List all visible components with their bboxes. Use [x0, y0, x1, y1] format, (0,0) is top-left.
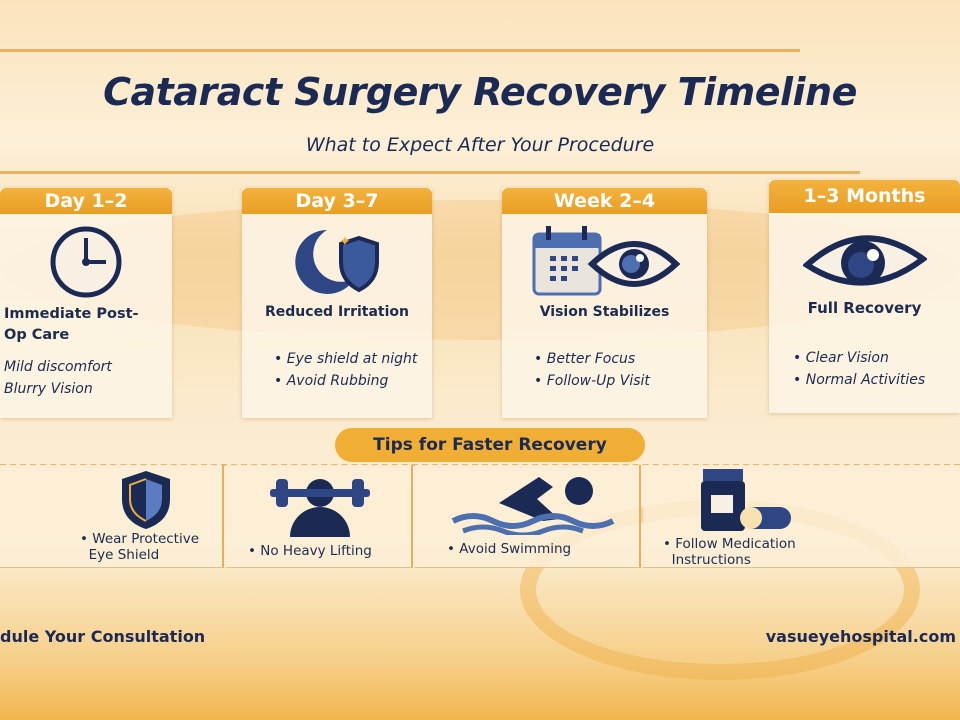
- calendar-eye-icon: [502, 224, 707, 300]
- consultation-cta[interactable]: dule Your Consultation: [0, 627, 206, 646]
- shield-icon: [118, 469, 174, 535]
- stage-heading: Reduced Irritation: [265, 304, 409, 320]
- stage-card-1-3-months: 1–3 Months Full Recovery Clear Vision No…: [769, 180, 960, 413]
- swimming-icon: [449, 473, 615, 539]
- tip-heavy-lifting: • No Heavy Lifting: [226, 465, 413, 568]
- stage-card-week-2-4: Week 2–4 Vision Stabilizes Better Focus …: [502, 188, 707, 418]
- stage-card-day-3-7: Day 3–7 ✦ Reduced Irritation Eye shield …: [242, 188, 432, 418]
- divider: [0, 49, 800, 52]
- stage-heading: Vision Stabilizes: [539, 304, 670, 320]
- dumbbell-icon: [266, 473, 374, 541]
- tip-text: Instructions: [671, 552, 751, 568]
- stage-heading: Full Recovery: [807, 299, 922, 317]
- tip-text: Avoid Swimming: [459, 541, 572, 557]
- stage-heading: Immediate Post-: [4, 306, 139, 322]
- medication-icon: [699, 467, 795, 537]
- tip-text: Eye Shield: [88, 547, 160, 563]
- page-title: Cataract Surgery Recovery Timeline: [103, 70, 857, 114]
- website-link[interactable]: vasueyehospital.com: [765, 627, 956, 646]
- page-subtitle: What to Expect After Your Procedure: [305, 134, 655, 156]
- svg-text:✦: ✦: [339, 234, 351, 250]
- tips-title: Tips for Faster Recovery: [335, 428, 645, 462]
- divider: [0, 171, 860, 174]
- tip-eye-shield: • Wear Protective Eye Shield: [0, 465, 224, 568]
- stage-card-day-1-2: Day 1–2 Immediate Post- Op Care Mild dis…: [0, 188, 172, 418]
- stage-item: Eye shield at night: [274, 348, 432, 370]
- stage-item: Avoid Rubbing: [274, 370, 432, 392]
- stage-item: Follow-Up Visit: [534, 370, 707, 392]
- stage-item: Mild discomfort: [4, 359, 112, 375]
- tip-text: No Heavy Lifting: [260, 543, 372, 559]
- stage-label: Day 3–7: [242, 188, 432, 214]
- stage-label: 1–3 Months: [769, 180, 960, 213]
- stage-heading: Op Care: [4, 327, 70, 343]
- stage-item: Normal Activities: [793, 369, 960, 391]
- clock-icon: [0, 224, 172, 300]
- stage-item: Better Focus: [534, 348, 707, 370]
- tip-text: Wear Protective: [92, 531, 200, 547]
- moon-shield-icon: ✦: [242, 224, 432, 300]
- stage-label: Week 2–4: [502, 188, 707, 214]
- tip-swimming: • Avoid Swimming: [415, 465, 641, 568]
- tip-text: Follow Medication: [675, 536, 796, 552]
- stage-item: Blurry Vision: [4, 381, 93, 397]
- eye-icon: [769, 233, 960, 295]
- stage-label: Day 1–2: [0, 188, 172, 214]
- stage-item: Clear Vision: [793, 347, 960, 369]
- tip-medication: • Follow Medication Instructions: [643, 465, 960, 568]
